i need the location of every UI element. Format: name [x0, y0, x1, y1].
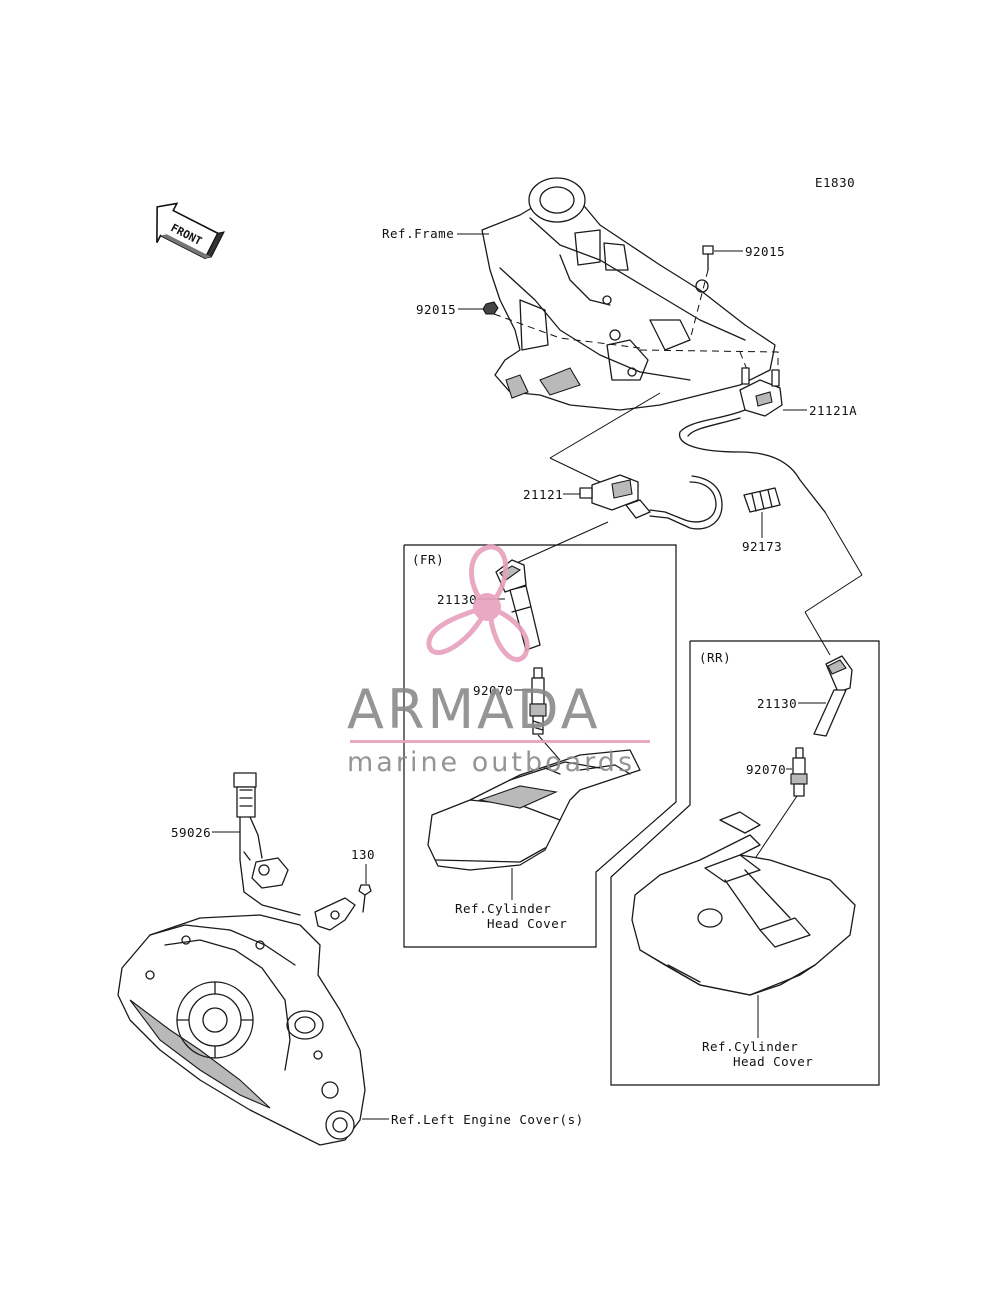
ignition-coil-21121-part	[579, 474, 723, 530]
label-21121A: 21121A	[809, 403, 857, 418]
plug-cap-21130-fr-part	[495, 559, 541, 651]
watermark-title: ARMADA	[347, 678, 601, 741]
spark-plug-92070-fr-part	[529, 667, 547, 735]
cylinder-head-cover-rr-part	[631, 811, 856, 996]
ignition-coil-21121A-part	[679, 367, 826, 513]
bolt-92015-upper-part	[695, 245, 714, 293]
label-fr: (FR)	[412, 552, 444, 567]
label-92015-left: 92015	[416, 302, 456, 317]
label-59026: 59026	[171, 825, 211, 840]
front-arrow-icon: FRONT	[156, 202, 225, 260]
cylinder-head-cover-fr-part	[427, 749, 641, 871]
label-21130-fr: 21130	[437, 592, 477, 607]
bolt-130-part	[358, 884, 372, 913]
sensor-59026-part	[233, 772, 356, 931]
label-ref-cyl-rr-2: Head Cover	[733, 1054, 813, 1069]
frame-part	[481, 177, 776, 411]
label-130: 130	[351, 847, 375, 862]
label-ref-left-engine-cover: Ref.Left Engine Cover(s)	[391, 1112, 584, 1127]
label-92070-fr: 92070	[473, 683, 513, 698]
propeller-icon	[426, 544, 530, 662]
label-ref-frame: Ref.Frame	[382, 226, 454, 241]
watermark-subtitle: marine outboards	[347, 747, 635, 778]
watermark-divider	[350, 740, 650, 743]
left-engine-cover-part	[117, 914, 366, 1146]
nut-92015-left-part	[482, 301, 499, 315]
armada-logo: ARMADA marine outboards	[347, 544, 650, 778]
label-92070-rr: 92070	[746, 762, 786, 777]
label-ref-cyl-fr-2: Head Cover	[487, 916, 567, 931]
diagram-code: E1830	[815, 175, 855, 190]
label-21130-rr: 21130	[757, 696, 797, 711]
label-92015-upper: 92015	[745, 244, 785, 259]
label-92173: 92173	[742, 539, 782, 554]
spark-plug-92070-rr-part	[790, 747, 808, 797]
label-ref-cyl-fr-1: Ref.Cylinder	[455, 901, 551, 916]
plug-cap-21130-rr-part	[813, 655, 853, 737]
label-ref-cyl-rr-1: Ref.Cylinder	[702, 1039, 798, 1054]
rr-group-frame	[610, 640, 880, 1086]
label-rr: (RR)	[699, 650, 731, 665]
fr-group-frame	[403, 544, 677, 948]
label-21121: 21121	[523, 487, 563, 502]
clamp-92173-part	[743, 487, 781, 513]
